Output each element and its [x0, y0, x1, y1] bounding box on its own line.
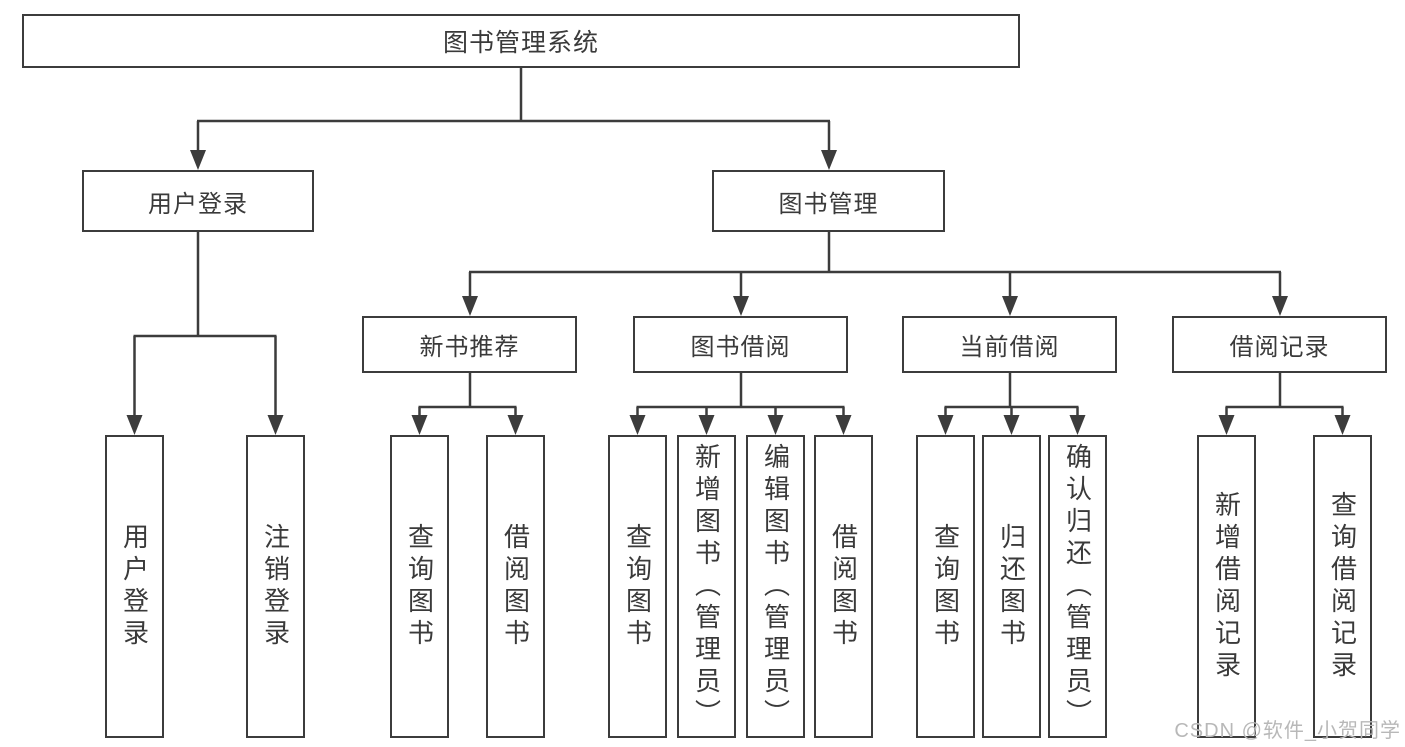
node-label: 查询借阅记录 [1327, 490, 1358, 683]
node-user-login-leaf: 用户登录 [105, 435, 164, 738]
node-label: 用户登录 [148, 190, 248, 218]
node-new-book-recommendation: 新书推荐 [362, 316, 577, 373]
node-label: 新增借阅记录 [1211, 490, 1242, 683]
node-add-borrow-record: 新增借阅记录 [1197, 435, 1256, 738]
node-borrowing-records: 借阅记录 [1172, 316, 1387, 373]
node-label: 图书借阅 [690, 334, 791, 361]
node-label: 新书推荐 [419, 334, 520, 361]
node-confirm-return-admin: 确认归还（管理员） [1048, 435, 1107, 738]
node-label: 借阅图书 [828, 522, 859, 651]
node-query-books: 查询图书 [390, 435, 449, 738]
node-library-management-system: 图书管理系统 [22, 14, 1020, 68]
node-label: 确认归还（管理员） [1062, 442, 1093, 731]
node-edit-book-admin: 编辑图书（管理员） [746, 435, 805, 738]
node-label: 新增图书（管理员） [691, 442, 722, 731]
node-logout: 注销登录 [246, 435, 305, 738]
node-borrow-books: 借阅图书 [486, 435, 545, 738]
node-label: 查询图书 [930, 522, 961, 651]
node-borrow-books: 借阅图书 [814, 435, 873, 738]
node-user-login: 用户登录 [82, 170, 314, 232]
node-return-books: 归还图书 [982, 435, 1041, 738]
node-book-management: 图书管理 [712, 170, 945, 232]
node-label: 注销登录 [260, 522, 291, 651]
csdn-watermark: CSDN @软件_小贺同学 [1174, 720, 1401, 742]
node-label: 查询图书 [404, 522, 435, 651]
node-query-books: 查询图书 [916, 435, 975, 738]
node-query-borrow-record: 查询借阅记录 [1313, 435, 1372, 738]
node-label: 当前借阅 [959, 334, 1060, 361]
node-add-book-admin: 新增图书（管理员） [677, 435, 736, 738]
node-label: 查询图书 [622, 522, 653, 651]
node-book-borrowing: 图书借阅 [633, 316, 848, 373]
node-label: 图书管理 [778, 190, 879, 218]
node-label: 借阅图书 [500, 522, 531, 651]
node-query-books: 查询图书 [608, 435, 667, 738]
arrowheads [126, 150, 1351, 435]
node-label: 图书管理系统 [442, 29, 599, 57]
node-label: 借阅记录 [1229, 334, 1330, 361]
node-current-borrowing: 当前借阅 [902, 316, 1117, 373]
node-label: 编辑图书（管理员） [760, 442, 791, 731]
node-label: 用户登录 [119, 522, 150, 651]
node-label: 归还图书 [996, 522, 1027, 651]
